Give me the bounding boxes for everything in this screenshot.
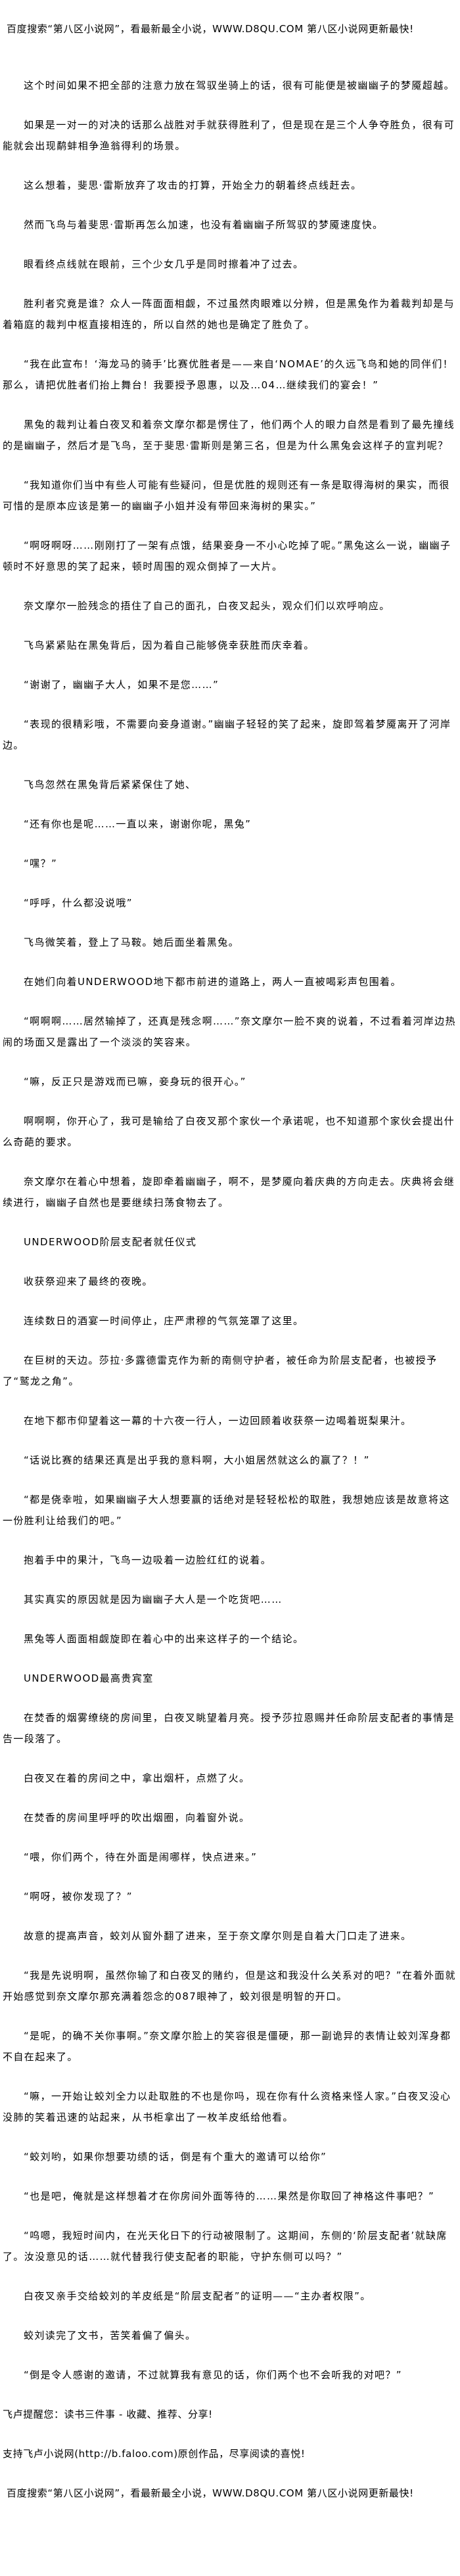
story-paragraph: “嘛，一开始让蛟刘全力以赴取胜的不也是你吗，现在你有什么资格来怪人家。”白夜叉没… [3,2090,451,2123]
story-paragraph: 在焚香的烟雾缭绕的房间里，白夜叉眺望着月亮。授予莎拉恩赐并任命阶层支配者的事情是… [3,1712,455,1745]
story-paragraph: 黑兔等人面面相觑旋即在着心中的出来这样子的一个结论。 [24,1633,304,1645]
site-banner-top: 百度搜索“第八区小说网”，看最新最全小说，WWW.D8QU.COM 第八区小说网… [7,23,414,35]
story-paragraph: 故意的提高声音，蛟刘从窗外翻了进来，至于奈文摩尔则是自着大门口走了进来。 [24,1930,412,1942]
story-paragraph: “话说比赛的结果还真是出乎我的意料啊，大小姐居然就这么的赢了？！” [24,1454,370,1466]
story-paragraph: “我是先说明啊，虽然你输了和白夜叉的赌约，但是这和我没什么关系对的吧？”在着外面… [3,1969,456,2002]
story-paragraph: 在地下都市仰望着这一幕的十六夜一行人，一边回顾着收获祭一边喝着斑梨果汁。 [24,1415,412,1427]
story-paragraph: 连续数日的酒宴一时间停止，庄严肃穆的气氛笼罩了这里。 [24,1315,304,1327]
story-paragraph: 如果是一对一的对决的话那么战胜对手就获得胜利了，但是现在是三个人争夺胜负，很有可… [3,119,455,152]
story-paragraph: 飞鸟忽然在黑兔背后紧紧保住了她、 [24,779,196,791]
story-paragraph: “啊呀啊呀……刚刚打了一架有点饿，结果妾身一不小心吃掉了呢。”黑兔这么一说，幽幽… [3,540,451,572]
story-paragraph: “喂，你们两个，待在外面是闹哪样，快点进来。” [24,1851,258,1863]
story-paragraph: “嘛，反正只是游戏而已嘛，妾身玩的很开心。” [24,1076,246,1088]
story-paragraph: “我在此宣布！‘海龙马的骑手’比赛优胜者是——来自‘NOMAE’的久远飞鸟和她的… [3,358,454,391]
story-paragraph: “都是侥幸啦，如果幽幽子大人想要赢的话绝对是轻轻松松的取胜，我想她应该是故意将这… [3,1494,450,1527]
story-paragraph: 啊啊啊，你开心了，我可是输给了白夜叉那个家伙一个承诺呢，也不知道那个家伙会提出什… [3,1115,455,1148]
story-paragraph: 眼看终点线就在眼前，三个少女几乎是同时擦着冲了过去。 [24,258,304,270]
story-paragraph: 在巨树的天边。莎拉·多露德雷克作为新的南侧守护者，被任命为阶层支配者，也被授予了… [3,1354,438,1387]
story-paragraph: 收获祭迎来了最终的夜晚。 [24,1276,153,1287]
story-paragraph: 这么想着，斐思·雷斯放弃了攻击的打算，开始全力的朝着终点线赶去。 [24,179,362,191]
site-banner-bottom: 百度搜索“第八区小说网”，看最新最全小说，WWW.D8QU.COM 第八区小说网… [7,2487,414,2499]
story-paragraph: “是呢，的确不关你事啊。”奈文摩尔脸上的笑容很是僵硬，那一副诡异的表情让蛟刘浑身… [3,2030,451,2063]
chapter-body: 这个时间如果不把全部的注意力放在驾驭坐骑上的话，很有可能便是被幽幽子的梦魇超越。… [0,39,460,2385]
story-paragraph: UNDERWOOD最高贵宾室 [24,1672,154,1684]
story-paragraph: “啊呀，被你发现了？” [24,1891,133,1902]
support-notice: 支持飞卢小说网(http://b.faloo.com)原创作品，尽享阅读的喜悦! [3,2448,306,2460]
story-paragraph: 蛟刘读完了文书，苦笑着偏了偏头。 [24,2330,196,2341]
story-paragraph: “也是吧，俺就是这样想着才在你房间外面等待的……果然是你取回了神格这件事吧？” [24,2190,435,2202]
story-paragraph: 在她们向着UNDERWOOD地下都市前进的道路上，两人一直被喝彩声包围着。 [24,976,402,988]
page-footer: 飞卢提醒您：读书三件事 - 收藏、推荐、分享! 支持飞卢小说网(http://b… [0,2404,460,2517]
story-paragraph: “我知道你们当中有些人可能有些疑问，但是优胜的规则还有一条是取得海树的果实，而很… [3,479,450,512]
story-paragraph: “谢谢了，幽幽子大人，如果不是您……” [24,679,219,691]
story-paragraph: 在焚香的房间里呼呼的吹出烟圈，向着窗外说。 [24,1812,250,1824]
story-paragraph: “还有你也是呢……一直以来，谢谢你呢，黑兔” [24,818,252,830]
story-paragraph: 其实真实的原因就是因为幽幽子大人是一个吃货吧…… [24,1594,283,1605]
story-paragraph: “表现的很精彩哦，不需要向妾身道谢。”幽幽子轻轻的笑了起来，旋即驾着梦魇离开了河… [3,718,451,751]
story-paragraph: “呜嗯，我短时间内，在光天化日下的行动被限制了。这期间，东侧的‘阶层支配者’就缺… [3,2230,448,2263]
story-paragraph: 胜利者究竟是谁？众人一阵面面相觑，不过虽然肉眼难以分辨，但是黑兔作为着裁判却是与… [3,298,455,331]
story-paragraph: “啊啊啊……居然输掉了，还真是残念啊……”奈文摩尔一脸不爽的说着，不过看着河岸边… [3,1015,456,1048]
story-paragraph: UNDERWOOD阶层支配者就任仪式 [24,1236,197,1248]
story-paragraph: 黑兔的裁判让着白夜叉和着奈文摩尔都是愣住了，他们两个人的眼力自然是看到了最先撞线… [3,419,455,451]
story-paragraph: “倒是令人感谢的邀请，不过就算我有意见的话，你们两个也不会听我的对吧？” [24,2369,402,2381]
story-paragraph: 这个时间如果不把全部的注意力放在驾驭坐骑上的话，很有可能便是被幽幽子的梦魇超越。 [24,80,455,91]
story-paragraph: 白夜叉在着的房间之中，拿出烟杆，点燃了火。 [24,1772,250,1784]
story-paragraph: 飞鸟紧紧贴在黑兔背后，因为着自己能够侥幸获胜而庆幸着。 [24,639,315,651]
story-paragraph: 白夜叉亲手交给蛟刘的羊皮纸是“阶层支配者”的证明——“主办者权限”。 [24,2290,371,2302]
story-paragraph: “嘿？” [24,858,58,869]
story-paragraph: 抱着手中的果汁，飞鸟一边吸着一边脸红红的说着。 [24,1554,272,1566]
story-paragraph: 奈文摩尔在着心中想着，旋即牵着幽幽子，啊不，是梦魇向着庆典的方向走去。庆典将会继… [3,1176,455,1208]
story-paragraph: “蛟刘哟，如果你想要功绩的话，倒是有个重大的邀请可以给你” [24,2151,327,2163]
reading-reminder: 飞卢提醒您：读书三件事 - 收藏、推荐、分享! [3,2408,213,2420]
story-paragraph: 飞鸟微笑着，登上了马鞍。她后面坐着黑兔。 [24,936,240,948]
story-paragraph: 然而飞鸟与着斐思·雷斯再怎么加速，也没有着幽幽子所驾驭的梦魇速度快。 [24,219,384,231]
story-paragraph: “呼呼，什么都没说哦” [24,897,133,909]
story-paragraph: 奈文摩尔一脸残念的捂住了自己的面孔，白夜叉起头，观众们们以欢呼响应。 [24,600,390,612]
